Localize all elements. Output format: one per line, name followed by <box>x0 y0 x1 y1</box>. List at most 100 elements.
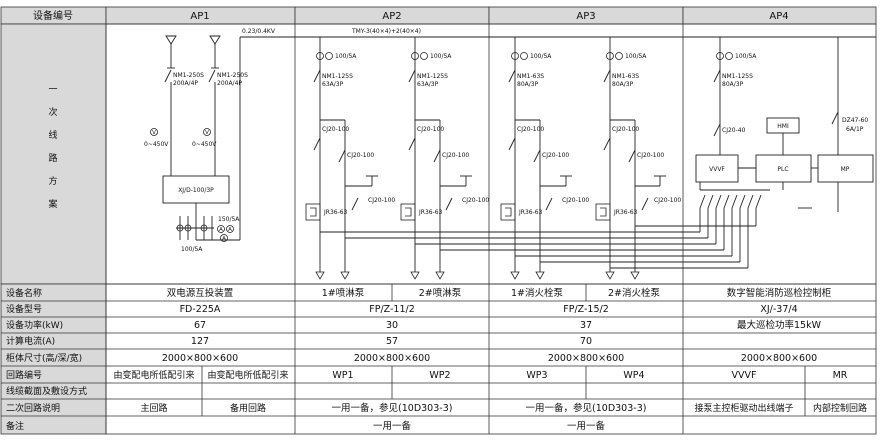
thermal-relay-icon <box>400 203 416 221</box>
ap3-breaker-1-l2: 80A/3P <box>517 81 539 88</box>
ap2-breaker-1-l1: NM1-125S <box>322 73 353 80</box>
table-cell: MR <box>833 370 848 381</box>
outgoing-arrow-icon <box>605 271 615 280</box>
ap3-contactor-1b: CJ20-100 <box>542 152 569 159</box>
outgoing-arrow-icon <box>315 271 325 280</box>
ap3-contactor-2b: CJ20-100 <box>637 152 664 159</box>
table-cell: 接泵主控柜驱动出线端子 <box>694 402 793 414</box>
ap2-ct-2: 100/5A <box>430 53 452 60</box>
ct-icon <box>411 52 419 60</box>
row-label-secondary: 二次回路说明 <box>6 402 60 414</box>
diagram-region <box>105 23 877 285</box>
table-cell: 127 <box>191 336 209 347</box>
ap4-vvvf: VVVF <box>709 166 725 173</box>
ammeter-icon <box>226 225 234 233</box>
ap4-breaker-l1: NM1-125S <box>722 73 753 80</box>
ammeter-icon <box>325 52 333 60</box>
ap1-breaker2-line2: 200A/4P <box>217 80 242 87</box>
ap3-diagram: 100/5A NM1-63S 80A/3P CJ20-100 CJ20-100 … <box>500 37 681 280</box>
ap2-contactor-2b: CJ20-100 <box>442 152 469 159</box>
ct-icon <box>716 52 724 60</box>
header-row: 设备编号 AP1 AP2 AP3 AP4 <box>0 6 877 25</box>
row-label-circuit: 回路编号 <box>6 369 42 381</box>
table-cell: 由变配电所低配引来 <box>207 369 288 381</box>
table-cell: 内部控制回路 <box>813 402 867 414</box>
ap3-relay-2: JR36-63 <box>613 209 638 216</box>
contactor-icon <box>351 197 359 211</box>
scheme-char-5: 方 <box>48 175 57 187</box>
row-label-cable: 线缆截面及敷设方式 <box>6 385 87 397</box>
table-cell: 一用一备，参见(10D303-3) <box>526 402 647 414</box>
table-cell: FP/Z-15/2 <box>563 304 609 315</box>
ammeter-icon <box>217 225 225 233</box>
ap1-breaker1-line1: NM1-250S <box>173 72 204 79</box>
outgoing-arrow-icon <box>510 271 520 280</box>
breaker-switch-icon <box>208 69 216 83</box>
ammeter-icon <box>615 52 623 60</box>
ct-icon <box>316 52 324 60</box>
scheme-label-cell <box>0 23 107 285</box>
ammeter-icon <box>220 234 228 242</box>
table-cell: 2000×800×600 <box>354 353 430 364</box>
ap3-contactor-1a: CJ20-100 <box>517 126 544 133</box>
row-label-model: 设备型号 <box>6 303 42 315</box>
table-cell: 1#喷淋泵 <box>322 287 365 299</box>
table-cell: 67 <box>194 320 206 331</box>
outgoing-arrow-icon <box>630 271 640 280</box>
contactor-icon <box>713 123 721 137</box>
ct-icon <box>511 52 519 60</box>
ct-icon <box>606 52 614 60</box>
header-ap4: AP4 <box>769 11 788 22</box>
ap3-contactor-1c: CJ20-100 <box>562 197 589 204</box>
ap2-relay-2: JR36-63 <box>418 209 443 216</box>
ap4-ct: 100/5A <box>735 53 757 60</box>
ap1-ct: 150/5A <box>218 216 240 223</box>
ap2-breaker-2-l1: NM1-125S <box>417 73 448 80</box>
ap4-dz-l2: 6A/1P <box>846 126 864 133</box>
table-cell: 70 <box>580 336 592 347</box>
contactor-icon <box>628 149 636 163</box>
table-cell: 2000×800×600 <box>741 353 817 364</box>
header-ap2: AP2 <box>382 11 401 22</box>
table-cell: 一用一备，参见(10D303-3) <box>332 402 453 414</box>
ammeter-symbol: A <box>222 236 226 242</box>
ap3-breaker-2-l1: NM1-63S <box>612 73 639 80</box>
scheme-char-1: 一 <box>48 85 57 95</box>
row-label-name: 设备名称 <box>6 287 42 299</box>
contactor-icon <box>545 197 553 211</box>
ap4-mp: MP <box>841 166 850 173</box>
ap2-bus-label: TMY-3(40×4)+2(40×4) <box>351 28 421 35</box>
breaker-switch-icon <box>164 69 172 83</box>
row-label-power: 设备功率(kW) <box>6 319 63 331</box>
incoming-arrow-icon <box>209 35 221 45</box>
row-label-current: 计算电流(A) <box>6 335 55 347</box>
table-cell: WP4 <box>623 370 644 381</box>
scheme-char-3: 线 <box>48 129 57 141</box>
ap2-contactor-1b: CJ20-100 <box>347 152 374 159</box>
table-cell: 2000×800×600 <box>162 353 238 364</box>
control-feedback-lines <box>320 225 756 269</box>
ap1-ats-label: XJ/D-100/3P <box>178 187 214 194</box>
ap1-breaker2-line1: NM1-250S <box>217 72 248 79</box>
ap2-breaker-1-l2: 63A/3P <box>322 81 344 88</box>
table-cell: FD-225A <box>180 304 221 315</box>
ap1-bus-label: 0.23/0.4KV <box>242 28 276 35</box>
ap1-ct2: 100/5A <box>181 246 203 253</box>
table-cell: 2#消火栓泵 <box>608 287 661 299</box>
ap3-ct-2: 100/5A <box>625 53 647 60</box>
breaker-switch-icon <box>508 69 516 83</box>
header-label: 设备编号 <box>33 9 73 22</box>
ap1-volt2: 0~450V <box>192 141 217 148</box>
table-cell: 30 <box>386 320 398 331</box>
thermal-relay-icon <box>595 203 611 221</box>
ap3-breaker-1-l1: NM1-63S <box>517 73 544 80</box>
vvvf-output-switches <box>699 182 770 268</box>
ap4-contactor: CJ20-40 <box>722 127 746 134</box>
table-cell: 2000×800×600 <box>548 353 624 364</box>
plc-box <box>755 154 812 183</box>
breaker-switch-icon <box>313 69 321 83</box>
ap2-contactor-1a: CJ20-100 <box>322 126 349 133</box>
mp-box <box>817 154 874 183</box>
table-cell: 一用一备 <box>373 420 412 432</box>
